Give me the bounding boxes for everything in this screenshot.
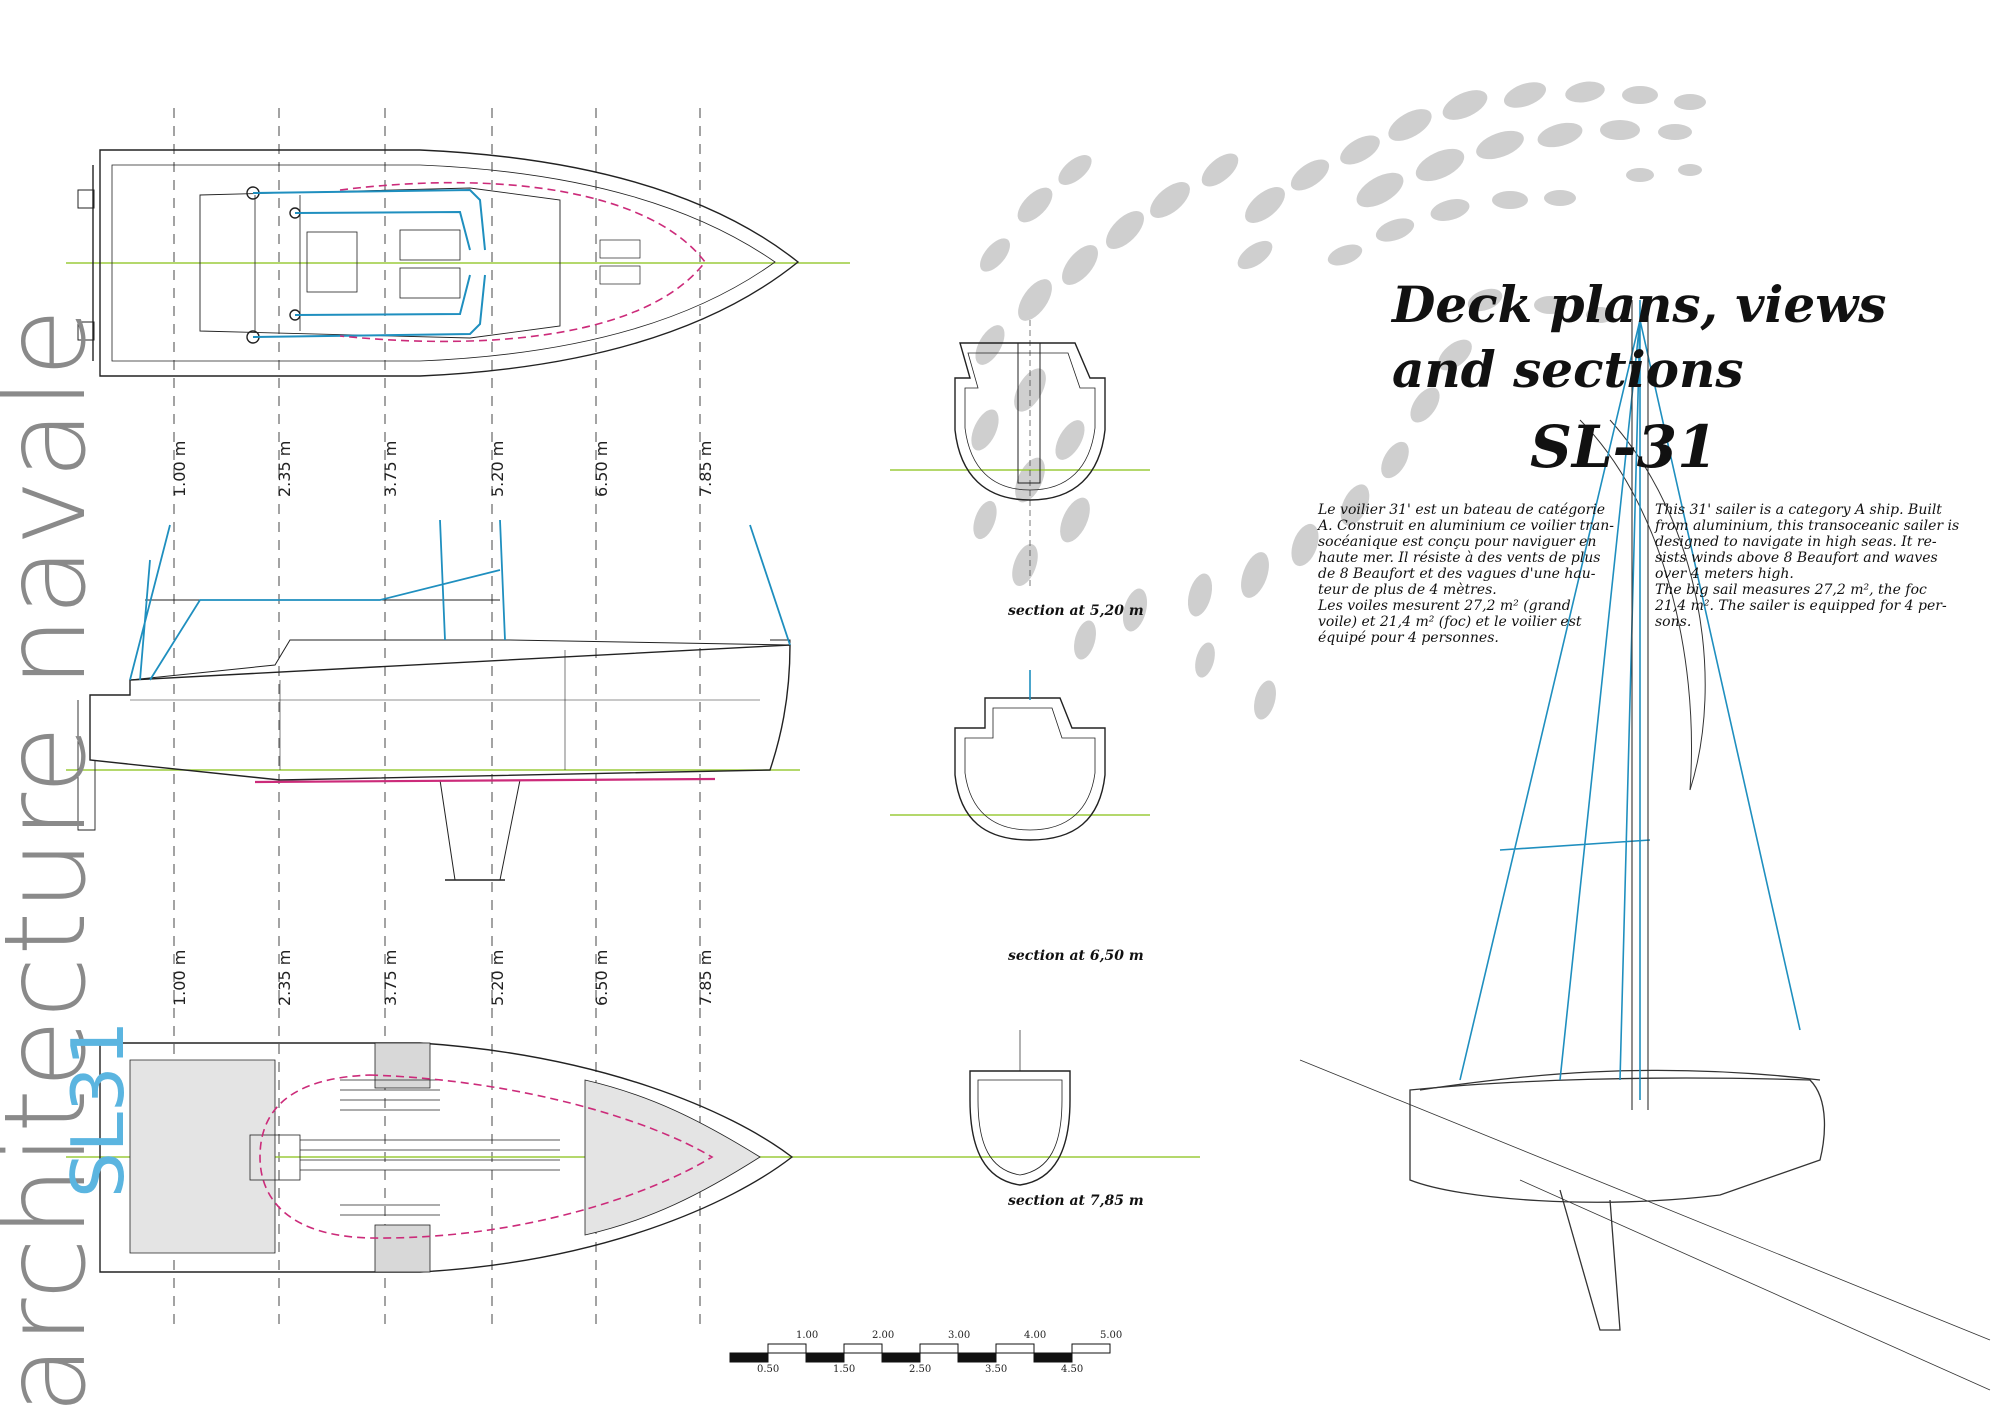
description-en: This 31' sailer is a category A ship. Bu… xyxy=(1655,502,1960,630)
scale-bottom-label: 0.50 xyxy=(757,1364,780,1375)
description-fr-line: haute mer. Il résiste à des vents de plu… xyxy=(1318,550,1601,566)
station-label: 7.85 m xyxy=(696,440,715,497)
description-en-line: The big sail measures 27,2 m², the foc xyxy=(1655,582,1927,598)
description-en-line: from aluminium, this transoceanic sailer… xyxy=(1655,518,1960,534)
scale-top-label: 2.00 xyxy=(872,1330,895,1341)
station-label: 6.50 m xyxy=(592,949,611,1006)
station-label: 1.00 m xyxy=(170,949,189,1006)
station-label: 2.35 m xyxy=(275,440,294,497)
description-fr-line: Les voiles mesurent 27,2 m² (grand xyxy=(1318,598,1571,614)
station-label: 2.35 m xyxy=(275,949,294,1006)
scale-bottom-label: 4.50 xyxy=(1061,1364,1084,1375)
section-6-50-drawing xyxy=(954,670,1106,841)
description-en-line: 21,4 m². The sailer is equipped for 4 pe… xyxy=(1655,598,1947,614)
scale-bottom-label: 1.50 xyxy=(833,1364,856,1375)
scale-top-label: 3.00 xyxy=(948,1330,971,1341)
section-label-7-85: section at 7,85 m xyxy=(1008,1193,1144,1209)
station-label: 1.00 m xyxy=(170,440,189,497)
sailboat-perspective xyxy=(1299,419,1991,1391)
deck-dashed-outline-top xyxy=(339,181,707,343)
section-7-85-drawing xyxy=(969,1030,1071,1186)
station-label: 3.75 m xyxy=(381,440,400,497)
description-en-line: sists winds above 8 Beaufort and waves xyxy=(1655,550,1938,566)
section-label-5-20: section at 5,20 m xyxy=(1008,603,1144,619)
interior-dashed-outline xyxy=(259,1074,714,1239)
sailboat-mast-outline xyxy=(1631,300,1649,1110)
page-title-line1: Deck plans, views xyxy=(1392,275,1887,334)
description-en-line: sons. xyxy=(1655,614,1692,630)
scale-bottom-label: 3.50 xyxy=(985,1364,1008,1375)
section-label-6-50: section at 6,50 m xyxy=(1008,948,1144,964)
description-fr: Le voilier 31' est un bateau de catégori… xyxy=(1318,502,1618,646)
sailboat-mast-rigging xyxy=(1459,300,1801,1100)
station-label: 5.20 m xyxy=(488,440,507,497)
scale-bottom-label: 2.50 xyxy=(909,1364,932,1375)
page-title-line2: and sections xyxy=(1392,340,1744,399)
station-label: 7.85 m xyxy=(696,949,715,1006)
scale-bar xyxy=(729,1343,1111,1363)
description-fr-line: de 8 Beaufort et des vagues d'une hau- xyxy=(1318,566,1596,582)
station-label: 5.20 m xyxy=(488,949,507,1006)
description-fr-line: A. Construit en aluminium ce voilier tra… xyxy=(1318,518,1615,534)
page-title-line3: SL-31 xyxy=(1530,413,1718,481)
scale-top-label: 4.00 xyxy=(1024,1330,1047,1341)
station-label: 6.50 m xyxy=(592,440,611,497)
section-5-20-drawing xyxy=(954,320,1106,590)
model-tag: SL31 xyxy=(56,1020,140,1198)
side-profile xyxy=(77,599,791,881)
description-en-line: over 4 meters high. xyxy=(1655,566,1794,582)
description-fr-line: teur de plus de 4 mètres. xyxy=(1318,582,1497,598)
deck-rigging-top xyxy=(252,188,486,338)
side-rigging xyxy=(129,519,791,681)
scale-top-label: 1.00 xyxy=(796,1330,819,1341)
description-en-line: This 31' sailer is a category A ship. Bu… xyxy=(1655,502,1942,518)
description-fr-line: équipé pour 4 personnes. xyxy=(1318,630,1499,646)
description-fr-line: Le voilier 31' est un bateau de catégori… xyxy=(1318,502,1606,518)
side-title: architecture navale xyxy=(0,307,111,1414)
decorative-oval-pattern xyxy=(971,81,1706,720)
station-label: 3.75 m xyxy=(381,949,400,1006)
scale-top-label: 5.00 xyxy=(1100,1330,1123,1341)
side-keel-line xyxy=(254,777,716,784)
description-en-line: designed to navigate in high seas. It re… xyxy=(1655,534,1937,550)
description-fr-line: voile) et 21,4 m² (foc) et le voilier es… xyxy=(1318,614,1582,630)
description-fr-line: socéanique est conçu pour naviguer en xyxy=(1318,534,1597,550)
